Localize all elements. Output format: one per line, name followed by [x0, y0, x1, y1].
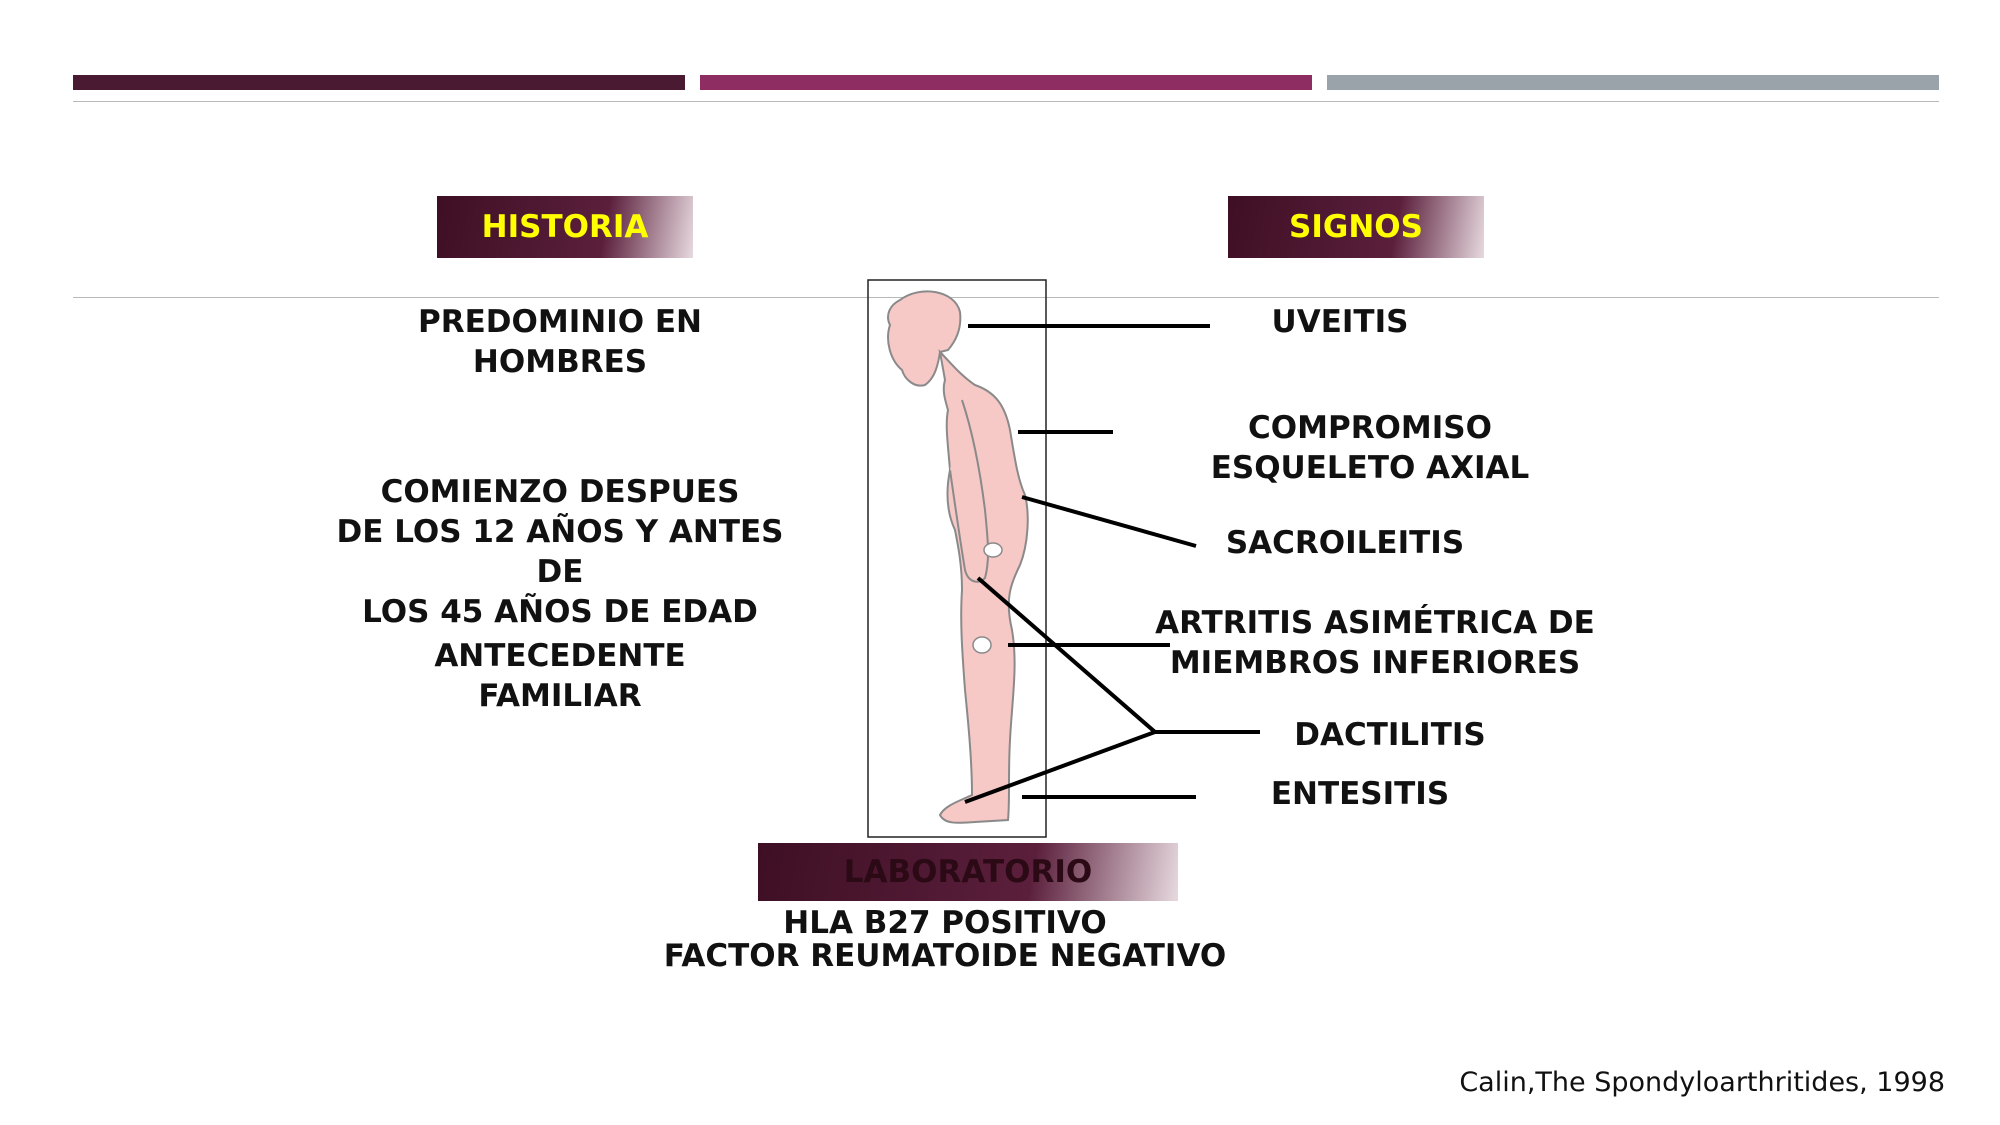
section-divider	[73, 297, 1939, 298]
lab-hla-b27: HLA B27 POSITIVO	[783, 905, 1107, 941]
signo-sacroileitis: SACROILEITIS	[1225, 525, 1465, 561]
citation: Calin,The Spondyloarthritides, 1998	[1459, 1067, 1945, 1098]
accent-bar-gray	[1327, 75, 1939, 90]
lab-factor-reumatoide: FACTOR REUMATOIDE NEGATIVO	[663, 938, 1227, 974]
connector-dactilitis-foot	[964, 730, 1156, 804]
historia-header: HISTORIA	[437, 196, 693, 258]
historia-header-label: HISTORIA	[481, 209, 649, 245]
signo-artritis: ARTRITIS ASIMÉTRICA DE MIEMBROS INFERIOR…	[1155, 605, 1595, 681]
figure-frame	[867, 279, 1047, 838]
connector-lines	[964, 324, 1260, 804]
signo-dactilitis: DACTILITIS	[1294, 717, 1486, 753]
patient-figure-icon	[887, 290, 1029, 824]
top-divider	[73, 101, 1939, 102]
laboratorio-header-label: LABORATORIO	[843, 854, 1093, 890]
laboratorio-header: LABORATORIO	[758, 843, 1178, 901]
connector-dactilitis-hand	[976, 576, 1157, 734]
accent-bar-dark	[73, 75, 685, 90]
historia-item-sexo: PREDOMINIO EN HOMBRES	[418, 304, 702, 380]
historia-item-antecedente: ANTECEDENTE FAMILIAR	[434, 638, 686, 714]
joint-markers	[972, 542, 1003, 654]
accent-bar-magenta	[700, 75, 1312, 90]
connector-sacroileitis	[1021, 495, 1197, 548]
signos-header: SIGNOS	[1228, 196, 1484, 258]
signos-header-label: SIGNOS	[1289, 209, 1423, 245]
signo-compromiso-axial: COMPROMISO ESQUELETO AXIAL	[1210, 410, 1530, 486]
historia-item-edad: COMIENZO DESPUES DE LOS 12 AÑOS Y ANTES …	[336, 474, 784, 630]
signo-uveitis: UVEITIS	[1271, 304, 1409, 340]
signo-entesitis: ENTESITIS	[1270, 776, 1450, 812]
